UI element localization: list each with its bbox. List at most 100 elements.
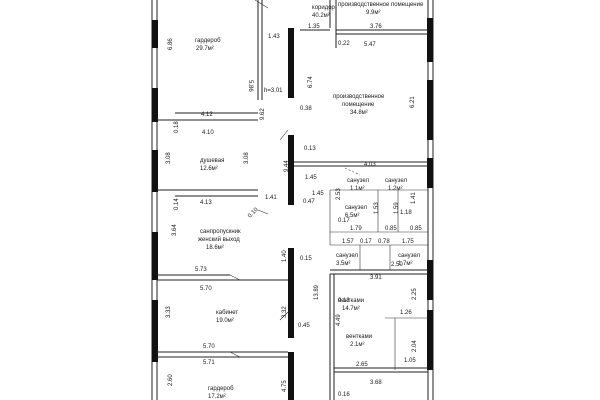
dim-label: 1.41	[411, 192, 417, 204]
room-sanuzel-2-name: санузел	[385, 178, 407, 184]
dim-label: 2.60	[168, 374, 174, 386]
dim-label: 0.15	[300, 256, 312, 262]
dim-label: 1.45	[312, 191, 324, 197]
room-sanuzel-5-area: 1.7м²	[398, 261, 412, 267]
dim-label: 5.47	[364, 42, 376, 48]
room-sanuzel-3-name: санузел	[345, 205, 367, 211]
dim-label: 1.53	[374, 202, 380, 214]
dim-label: 3.68	[370, 380, 382, 386]
dim-label: 4.10	[202, 130, 214, 136]
dim-label: 3.08	[166, 152, 172, 164]
dim-label: 1.43	[268, 34, 280, 40]
room-gardarob-bottom-area: 17.2м²	[208, 394, 226, 400]
dim-label: 0.17	[338, 218, 350, 224]
room-sanpropusknik-name2: женский выход	[198, 236, 240, 243]
room-proizv-large-name2: помещение	[342, 102, 375, 108]
room-kabinet-area: 19.0м²	[216, 318, 234, 324]
ceiling-height: h=3.01	[264, 88, 283, 94]
dim-label: 5.70	[203, 344, 215, 350]
dim-label: 3.64	[172, 224, 178, 236]
room-dushevaya-name: душевая	[200, 158, 224, 164]
dim-label: 0.13	[304, 146, 316, 152]
dim-label: 0.22	[338, 41, 350, 47]
room-sanuzel-2-area: 1.2м²	[388, 186, 402, 192]
dim-label: 0.38	[300, 106, 312, 112]
room-gardarob-top-area: 29.7м²	[196, 46, 214, 52]
dim-label: 5.73	[195, 267, 207, 273]
dim-label: 5.70	[200, 286, 212, 292]
dim-label: 3.33	[166, 306, 172, 318]
outer-walls	[151, 0, 434, 400]
dim-label: 1.57	[342, 239, 354, 245]
room-sanpropusknik-area: 18.6м²	[206, 245, 224, 251]
dim-label: 1.59	[394, 202, 400, 214]
dim-label: 1.40	[282, 250, 288, 262]
dim-label: 0.10	[247, 206, 260, 219]
dim-label: 4.13	[200, 200, 212, 206]
dim-label: 9.62	[260, 108, 266, 120]
room-proizv-large-area: 34.8м²	[350, 110, 368, 116]
dim-label: 3.91	[370, 275, 382, 281]
dim-label: 2.50	[391, 262, 403, 268]
room-ventkamera-2-area: 2.1м²	[350, 342, 364, 348]
dim-label: 1.18	[400, 210, 412, 216]
dim-label: 13.89	[314, 284, 320, 300]
dim-label: 0.85	[410, 226, 422, 232]
dim-label: 5.86	[247, 80, 253, 92]
room-proizv-large-name1: производственное	[333, 94, 385, 100]
dim-label: 0.17	[360, 239, 372, 245]
room-sanuzel-1-area: 1.1м²	[350, 186, 364, 192]
room-sanuzel-5-name: санузел	[398, 253, 420, 259]
dim-label: 9.44	[284, 160, 290, 172]
dim-label: 1.26	[400, 310, 412, 316]
dim-label: 1.41	[265, 195, 277, 201]
dim-label: 6.86	[168, 38, 174, 50]
interior-walls	[157, 0, 428, 400]
dim-label: 3.08	[244, 152, 250, 164]
dim-label: 1.79	[350, 226, 362, 232]
dim-label: 0.78	[378, 239, 390, 245]
dim-label: 1.75	[402, 239, 414, 245]
room-ventkamera-1-area: 14.7м²	[342, 306, 360, 312]
room-labels: гардероб 29.7м² коридор 40.2м² производс…	[195, 2, 424, 400]
dim-label: 0.16	[338, 392, 350, 398]
dim-label: 3.32	[282, 306, 288, 318]
dim-label: 2.53	[336, 188, 342, 200]
dim-label: 6.21	[410, 96, 416, 108]
room-ventkamera-2-name: вентками	[346, 334, 372, 340]
dim-label: 0.18	[174, 121, 180, 133]
dim-label: 4.75	[282, 380, 288, 392]
room-proizv-small-name: производственное помещение	[338, 2, 424, 8]
dim-label: 5.71	[203, 360, 215, 366]
dim-label: 4.03	[364, 162, 376, 168]
room-proizv-small-area: 9.9м²	[366, 10, 380, 16]
dim-label: 0.85	[385, 226, 397, 232]
dim-label: 1.35	[308, 24, 320, 30]
dim-label: 0.45	[298, 323, 310, 329]
dim-label: 2.04	[412, 340, 418, 352]
dim-label: 0.13	[338, 298, 350, 304]
dim-label: 0.47	[303, 199, 315, 205]
room-dushevaya-area: 12.6м²	[200, 166, 218, 172]
room-koridor-name: коридор	[312, 5, 336, 11]
room-koridor-area: 40.2м²	[312, 13, 330, 19]
room-kabinet-name: кабинет	[216, 310, 238, 316]
dim-label: 2.65	[356, 362, 368, 368]
room-ventkamera-1-name: вентками	[338, 298, 364, 304]
dim-label: 4.12	[201, 112, 213, 118]
room-sanuzel-4-name: санузел	[336, 253, 358, 259]
dim-label: 6.74	[308, 76, 314, 88]
room-sanpropusknik-name1: санпропускник	[200, 229, 241, 235]
room-gardarob-bottom-name: гардероб	[208, 386, 234, 392]
room-gardarob-top-name: гардероб	[195, 38, 221, 44]
dim-label: 1.05	[404, 358, 416, 364]
dim-label: 3.76	[370, 24, 382, 30]
dim-label: 2.25	[412, 288, 418, 300]
room-sanuzel-3-area: 6.5м²	[345, 213, 359, 219]
room-sanuzel-4-area: 3.5м²	[336, 261, 350, 267]
dimension-labels: 6.86 5.86 1.43 1.35 3.76 0.22 5.47 6.74 …	[166, 24, 422, 398]
dim-label: 0.14	[174, 198, 180, 210]
dim-label: 4.49	[336, 314, 342, 326]
dim-label: 1.45	[305, 175, 317, 181]
